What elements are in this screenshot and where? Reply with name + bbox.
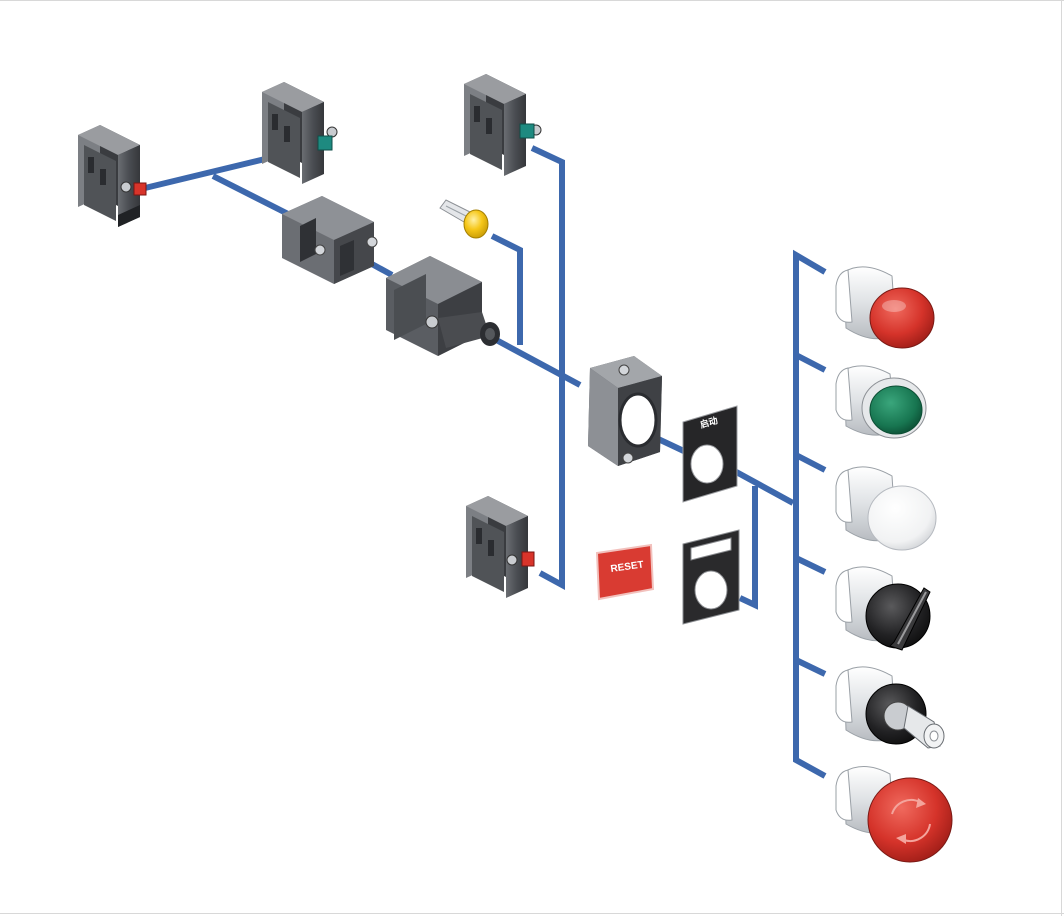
connector-line bbox=[794, 555, 827, 575]
led-bulb-icon bbox=[439, 199, 489, 239]
lamp-holder-icon bbox=[386, 256, 500, 356]
reset-label: RESET bbox=[610, 559, 645, 575]
mounting-adapter-icon bbox=[282, 196, 378, 284]
connector-line bbox=[485, 332, 582, 388]
connector-line bbox=[794, 352, 827, 373]
contact-teal-plunger bbox=[317, 135, 333, 151]
contact-teal-plunger bbox=[519, 123, 535, 139]
white-pushbutton-icon bbox=[835, 466, 937, 551]
connector-line bbox=[794, 452, 827, 473]
emergency-stop-icon bbox=[835, 766, 953, 863]
legend-holder-icon: 启动 bbox=[682, 405, 738, 503]
fixing-collar-icon bbox=[588, 356, 662, 466]
contact-block-nc-icon bbox=[466, 496, 535, 598]
contact-block-nc-icon bbox=[78, 125, 147, 227]
contact-block-no-icon bbox=[464, 74, 542, 176]
legend-text-qidong: 启动 bbox=[699, 414, 719, 430]
connector-line bbox=[490, 233, 523, 345]
legend-insert-icon: RESET bbox=[595, 543, 655, 601]
connector-line bbox=[793, 249, 827, 779]
key-switch-icon bbox=[835, 666, 945, 749]
connector-line bbox=[530, 145, 565, 591]
contact-block-no-icon bbox=[262, 82, 338, 184]
connector-line bbox=[738, 486, 758, 610]
contact-red-plunger bbox=[521, 551, 535, 567]
contact-red-plunger bbox=[133, 182, 147, 196]
selector-switch-icon bbox=[835, 566, 931, 651]
legend-holder-icon bbox=[682, 529, 740, 625]
red-pushbutton-icon bbox=[835, 266, 935, 349]
green-pushbutton-icon bbox=[835, 365, 927, 439]
connector-line bbox=[794, 657, 827, 677]
